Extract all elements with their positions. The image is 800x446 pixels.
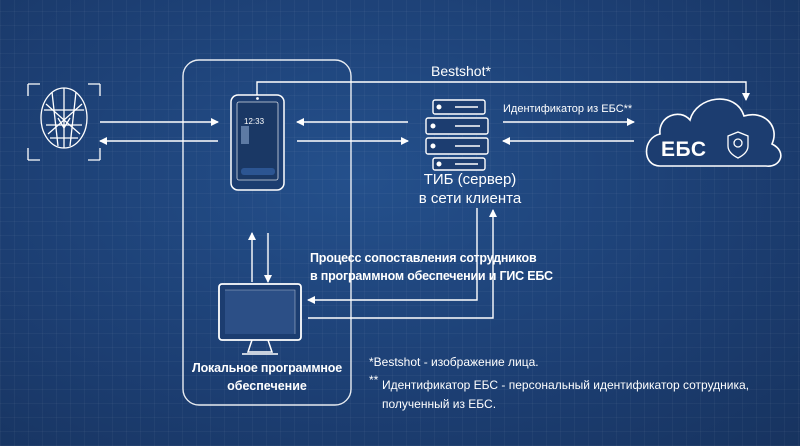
footnote-identifier-line2: полученный из ЕБС. [382, 397, 497, 411]
terminal-time: 12:33 [244, 117, 265, 126]
bestshot-arrow [256, 81, 750, 101]
process-label-line2: в программном обеспечении и ГИС ЕБС [310, 269, 553, 283]
ebs-cloud-label: ЕБС [661, 138, 707, 161]
tib-server-label: ТИБ (сервер) [423, 171, 517, 188]
bestshot-label: Bestshot* [431, 63, 491, 79]
tib-network-label: в сети клиента [418, 190, 522, 207]
monitor-icon [218, 283, 302, 355]
local-software-label-line2: обеспечение [227, 379, 307, 393]
footnote-identifier-mark: ** [369, 373, 379, 387]
arrow-server-to-monitor [307, 208, 478, 304]
local-software-label-line1: Локальное программное [192, 361, 342, 375]
face-scan-icon [27, 83, 101, 161]
shield-icon [727, 131, 749, 159]
footnote-bestshot: *Bestshot - изображение лица. [369, 355, 539, 369]
arrow-monitor-to-server [308, 209, 497, 319]
local-software-frame [182, 59, 352, 406]
terminal-icon: 12:33 [230, 94, 285, 191]
server-icon [425, 99, 489, 171]
process-label-line1: Процесс сопоставления сотрудников [310, 251, 537, 265]
identifier-label: Идентификатор из ЕБС** [503, 103, 633, 115]
footnote-identifier-line1: Идентификатор ЕБС - персональный идентиф… [382, 378, 750, 392]
